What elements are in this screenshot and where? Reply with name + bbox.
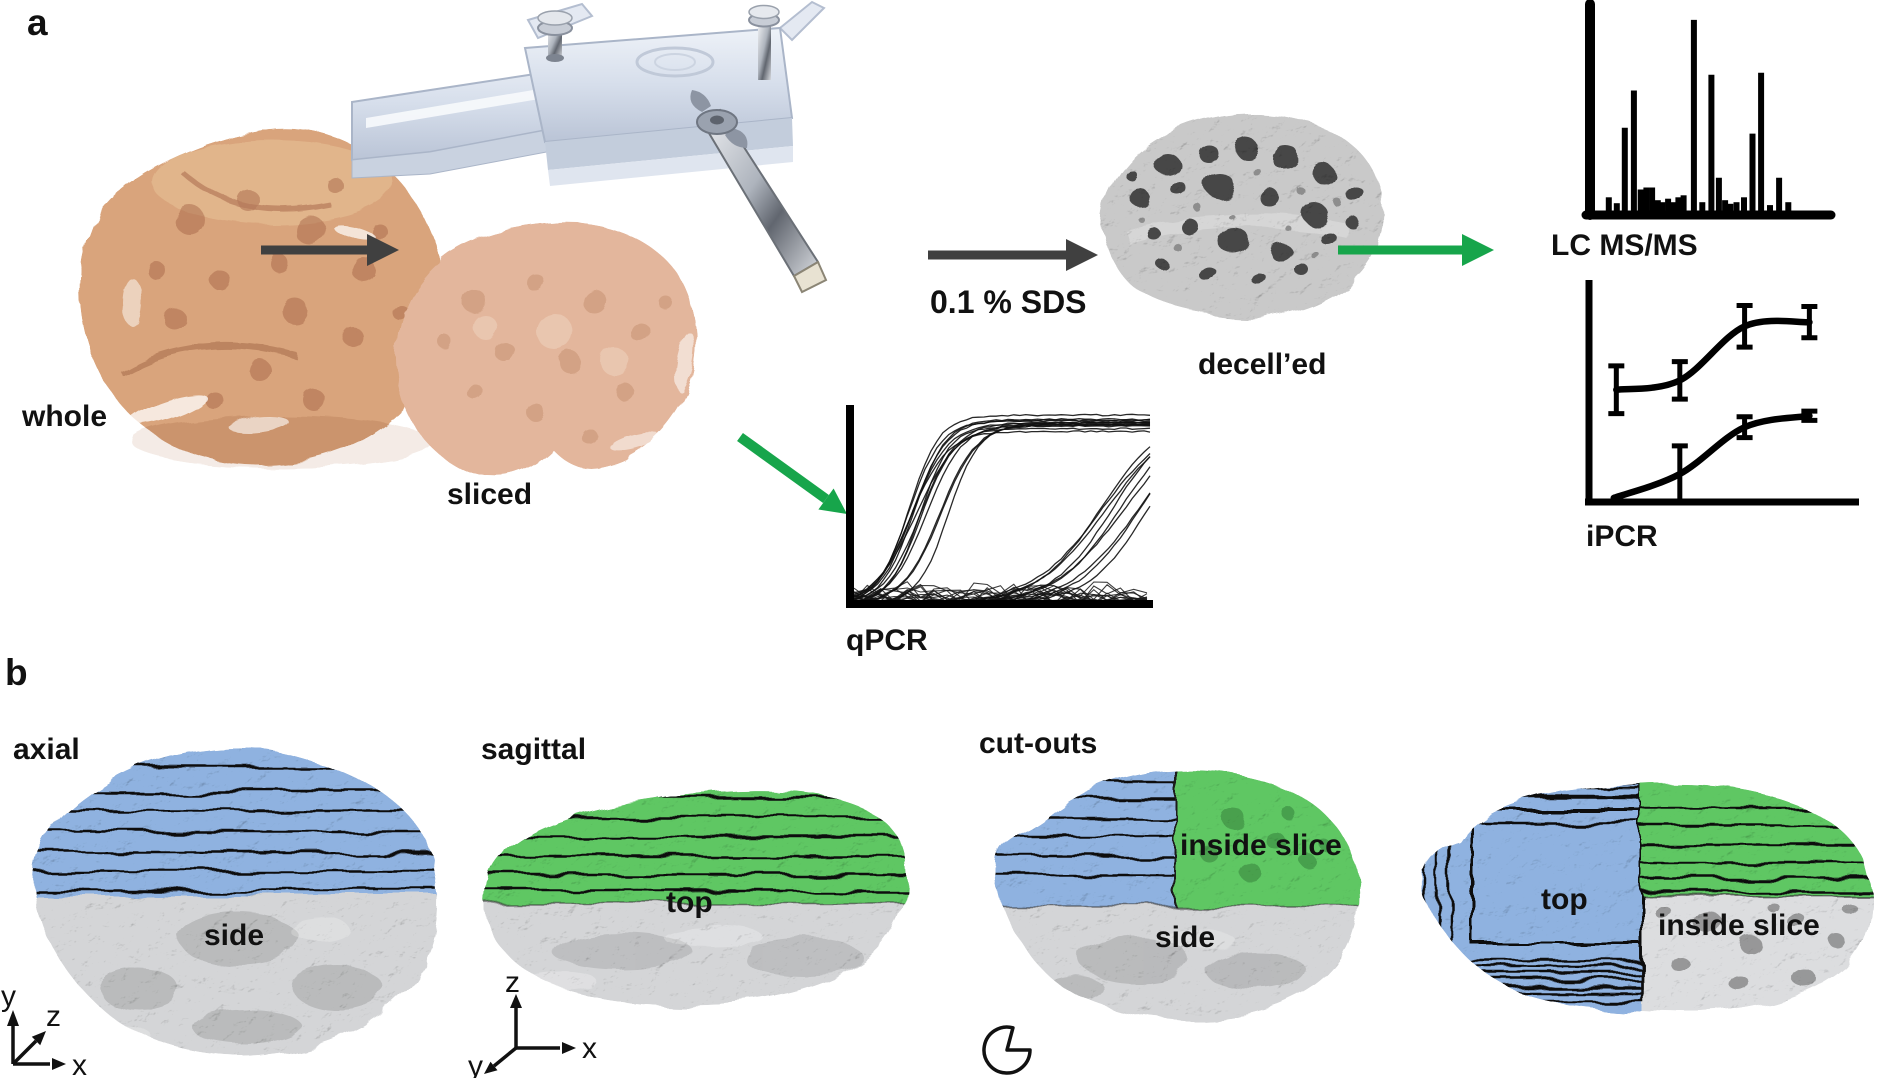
decellularized-photo <box>1102 113 1384 318</box>
arrow-decelled-to-lcmsms <box>1338 234 1494 266</box>
stack-inside-slice-label: inside slice <box>1658 909 1820 942</box>
ipcr-label: iPCR <box>1586 520 1658 553</box>
cutout-wedge-icon <box>982 1025 1032 1075</box>
cutouts-inside-slice-label: inside slice <box>1180 829 1342 862</box>
cutouts-side-label: side <box>1155 921 1216 954</box>
arrow-whole-to-sliced <box>261 234 399 266</box>
whole-liver-photo <box>80 128 446 468</box>
sagittal-tissue-image <box>484 790 907 1005</box>
sds-label: 0.1 % SDS <box>930 284 1087 320</box>
liver-gloss <box>122 223 376 433</box>
cutouts-tissue-image <box>996 769 1360 1021</box>
tissue-slicer-photo <box>351 0 828 294</box>
qpcr-chart <box>846 405 1153 608</box>
axis-z-label: z <box>505 966 520 999</box>
whole-label: whole <box>22 400 108 433</box>
lcmsms-label: LC MS/MS <box>1551 229 1698 262</box>
axis-x-label: x <box>582 1032 597 1065</box>
axis-z-label: z <box>46 1000 61 1033</box>
slice-stack-image <box>1422 783 1871 1013</box>
sliced-spots <box>438 273 672 445</box>
decell-pores <box>1126 136 1364 284</box>
decelled-label: decell’ed <box>1198 348 1327 381</box>
axial-side-label: side <box>204 919 265 952</box>
sliced-label: sliced <box>447 478 533 511</box>
axis-y-label: y <box>468 1050 483 1078</box>
axial-tissue-image <box>33 747 439 1057</box>
axes-axial-icon: y z x <box>1 980 87 1078</box>
stack-gray-pores <box>1655 901 1855 990</box>
sagittal-top-label: top <box>666 886 713 919</box>
cutouts-green-pores <box>1201 809 1331 881</box>
arrow-sliced-to-decelled <box>928 239 1098 271</box>
axial-label: axial <box>13 733 80 766</box>
lcmsms-chart <box>1581 0 1836 220</box>
axis-x-label: x <box>72 1049 87 1078</box>
liver-spots <box>147 176 408 411</box>
axis-y-label: y <box>1 980 16 1013</box>
panel-b-label: b <box>5 652 28 693</box>
stack-top-label: top <box>1541 883 1588 916</box>
slicer-screw <box>758 22 771 80</box>
sliced-liver-photo <box>396 222 697 477</box>
cutouts-label: cut-outs <box>979 727 1098 760</box>
stack-green-overlay <box>1641 783 1871 894</box>
axes-sagittal-icon: z x y <box>468 966 597 1078</box>
sagittal-label: sagittal <box>481 733 587 766</box>
arrow-sliced-to-qpcr <box>737 432 847 514</box>
ipcr-chart <box>1585 280 1859 506</box>
panel-a-label: a <box>27 2 48 43</box>
qpcr-label: qPCR <box>846 624 928 657</box>
